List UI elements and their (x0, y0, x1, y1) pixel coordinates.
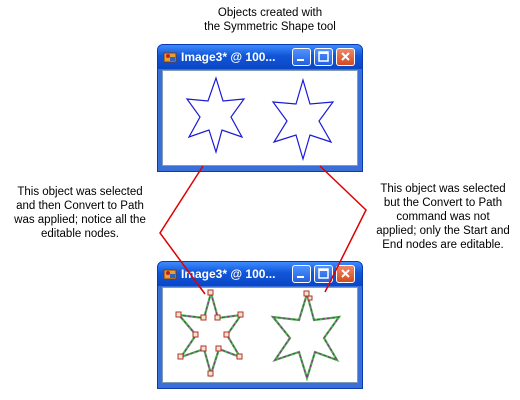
path-node[interactable] (177, 353, 184, 360)
end-node[interactable] (307, 295, 313, 301)
title-bar[interactable]: Image3* @ 100... (158, 45, 362, 69)
start-end-nodes[interactable] (303, 290, 313, 301)
symmetric-shape-star[interactable] (270, 290, 342, 382)
right-callout-line (319, 165, 367, 293)
shape-canvas[interactable] (163, 71, 357, 165)
bottom-image-window[interactable]: Image3* @ 100... (157, 261, 363, 389)
right-caption: This object was selected but the Convert… (376, 183, 510, 251)
path-node[interactable] (192, 331, 199, 338)
maximize-button[interactable] (314, 48, 333, 66)
window-title: Image3* @ 100... (181, 267, 276, 281)
path-node[interactable] (223, 331, 230, 338)
close-button[interactable] (336, 265, 355, 283)
close-icon (341, 269, 350, 278)
minimize-icon (297, 276, 304, 278)
maximize-icon (318, 268, 329, 279)
star-shape-right[interactable] (271, 77, 335, 162)
top-caption: Objects created with the Symmetric Shape… (204, 7, 336, 33)
app-icon (163, 267, 177, 281)
left-caption: This object was selected and then Conver… (14, 186, 146, 240)
shape-canvas[interactable] (163, 288, 357, 382)
close-icon (341, 52, 350, 61)
path-node[interactable] (207, 289, 214, 296)
path-node[interactable] (207, 370, 214, 377)
window-title: Image3* @ 100... (181, 50, 276, 64)
image-canvas-area[interactable] (162, 70, 358, 166)
path-node[interactable] (236, 353, 243, 360)
top-image-window[interactable]: Image3* @ 100... (157, 44, 363, 172)
star-shape-left[interactable] (185, 76, 246, 155)
minimize-icon (297, 59, 304, 61)
maximize-icon (318, 51, 329, 62)
maximize-button[interactable] (314, 265, 333, 283)
path-node[interactable] (237, 311, 244, 318)
path-node[interactable] (200, 314, 207, 321)
minimize-button[interactable] (292, 48, 311, 66)
path-node[interactable] (215, 345, 222, 352)
path-node[interactable] (214, 314, 221, 321)
editable-nodes[interactable] (175, 289, 244, 377)
start-node[interactable] (303, 290, 310, 297)
minimize-button[interactable] (292, 265, 311, 283)
title-bar[interactable]: Image3* @ 100... (158, 262, 362, 286)
left-callout-line (159, 165, 206, 295)
close-button[interactable] (336, 48, 355, 66)
path-node[interactable] (175, 311, 182, 318)
path-node[interactable] (200, 345, 207, 352)
image-canvas-area[interactable] (162, 287, 358, 383)
app-icon (163, 50, 177, 64)
